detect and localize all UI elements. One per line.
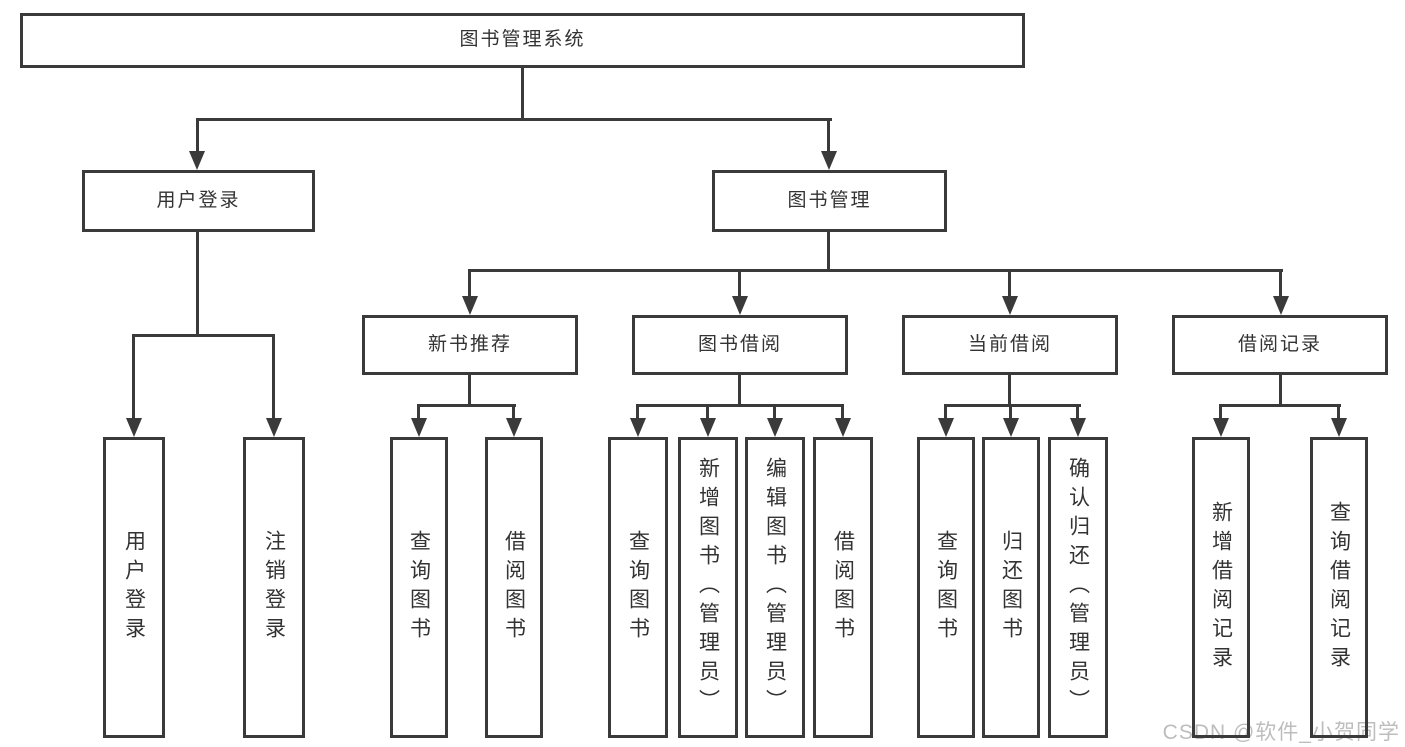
arrow-down-icon (835, 418, 851, 437)
connector-line (272, 337, 275, 419)
leaf-br-add-record-label: 新增借阅记录 (1209, 500, 1233, 675)
leaf-bb-query-books: 查询图书 (608, 437, 668, 738)
node-book-management: 图书管理 (712, 170, 947, 232)
connector-line (773, 407, 776, 419)
connector-line (196, 232, 199, 335)
node-book-management-system: 图书管理系统 (20, 13, 1025, 68)
arrow-down-icon (1002, 296, 1018, 315)
node-book-management-label: 图书管理 (787, 189, 872, 211)
arrow-down-icon (266, 418, 282, 437)
connector-line (521, 68, 524, 121)
leaf-br-add-record: 新增借阅记录 (1192, 437, 1250, 738)
leaf-br-query-record: 查询借阅记录 (1310, 437, 1368, 738)
leaf-cb-return-books-label: 归还图书 (999, 529, 1023, 646)
node-book-borrow-label: 图书借阅 (697, 333, 782, 355)
connector-line (512, 407, 515, 419)
connector-line (827, 232, 830, 272)
connector-line (417, 407, 420, 419)
connector-line (1008, 375, 1011, 407)
leaf-bb-borrow-books: 借阅图书 (813, 437, 873, 738)
arrow-down-icon (126, 418, 142, 437)
leaf-rec-borrow-books: 借阅图书 (485, 437, 543, 738)
arrow-down-icon (700, 418, 716, 437)
node-borrow-records-label: 借阅记录 (1237, 333, 1322, 355)
arrow-down-icon (821, 151, 837, 170)
arrow-down-icon (1070, 418, 1086, 437)
arrow-down-icon (938, 418, 954, 437)
arrow-down-icon (630, 418, 646, 437)
node-new-book-recommend: 新书推荐 (362, 315, 578, 375)
leaf-bb-query-books-label: 查询图书 (626, 529, 650, 646)
node-book-management-system-label: 图书管理系统 (459, 29, 586, 51)
connector-line (738, 272, 741, 297)
leaf-rec-query-books: 查询图书 (390, 437, 448, 738)
leaf-bb-add-books-admin-label: 新增图书（管理员） (696, 457, 720, 718)
node-book-borrow: 图书借阅 (632, 315, 848, 375)
node-new-book-recommend-label: 新书推荐 (427, 333, 512, 355)
arrow-down-icon (411, 418, 427, 437)
node-user-login-label: 用户登录 (156, 189, 241, 211)
connector-line (417, 404, 516, 407)
leaf-user-login: 用户登录 (103, 437, 165, 738)
arrow-down-icon (462, 296, 478, 315)
leaf-cb-query-books-label: 查询图书 (934, 529, 958, 646)
leaf-rec-borrow-books-label: 借阅图书 (502, 529, 526, 646)
node-current-borrow: 当前借阅 (902, 315, 1118, 375)
leaf-cb-confirm-return-admin-label: 确认归还（管理员） (1066, 457, 1090, 718)
connector-line (468, 375, 471, 407)
connector-line (1219, 404, 1341, 407)
connector-line (132, 337, 135, 419)
arrow-down-icon (1273, 296, 1289, 315)
connector-line (1279, 375, 1282, 407)
connector-line (1076, 407, 1079, 419)
connector-line (1008, 272, 1011, 297)
connector-line (738, 375, 741, 407)
arrow-down-icon (767, 418, 783, 437)
connector-line (636, 404, 844, 407)
leaf-logout-label: 注销登录 (262, 529, 286, 646)
connector-line (132, 334, 275, 337)
connector-line (1009, 407, 1012, 419)
csdn-watermark: CSDN @软件_小贺同学 (1162, 721, 1400, 744)
leaf-bb-edit-books-admin: 编辑图书（管理员） (745, 437, 805, 738)
connector-line (944, 404, 1081, 407)
connector-line (827, 121, 830, 152)
connector-line (1279, 272, 1282, 297)
node-user-login: 用户登录 (82, 170, 315, 232)
leaf-cb-query-books: 查询图书 (917, 437, 975, 738)
leaf-logout: 注销登录 (243, 437, 305, 738)
arrow-down-icon (189, 151, 205, 170)
connector-line (1337, 407, 1340, 419)
leaf-bb-borrow-books-label: 借阅图书 (831, 529, 855, 646)
connector-line (841, 407, 844, 419)
leaf-br-query-record-label: 查询借阅记录 (1327, 500, 1351, 675)
node-current-borrow-label: 当前借阅 (967, 333, 1052, 355)
arrow-down-icon (506, 418, 522, 437)
connector-line (706, 407, 709, 419)
arrow-down-icon (1213, 418, 1229, 437)
leaf-cb-return-books: 归还图书 (982, 437, 1040, 738)
leaf-cb-confirm-return-admin: 确认归还（管理员） (1048, 437, 1108, 738)
connector-line (468, 272, 471, 297)
arrow-down-icon (1003, 418, 1019, 437)
connector-line (1219, 407, 1222, 419)
connector-line (944, 407, 947, 419)
leaf-user-login-label: 用户登录 (122, 529, 146, 646)
leaf-bb-add-books-admin: 新增图书（管理员） (678, 437, 738, 738)
arrow-down-icon (732, 296, 748, 315)
arrow-down-icon (1331, 418, 1347, 437)
leaf-bb-edit-books-admin-label: 编辑图书（管理员） (763, 457, 787, 718)
connector-line (196, 121, 199, 152)
connector-line (468, 269, 1283, 272)
node-borrow-records: 借阅记录 (1172, 315, 1388, 375)
leaf-rec-query-books-label: 查询图书 (407, 529, 431, 646)
connector-line (196, 118, 832, 121)
connector-line (636, 407, 639, 419)
